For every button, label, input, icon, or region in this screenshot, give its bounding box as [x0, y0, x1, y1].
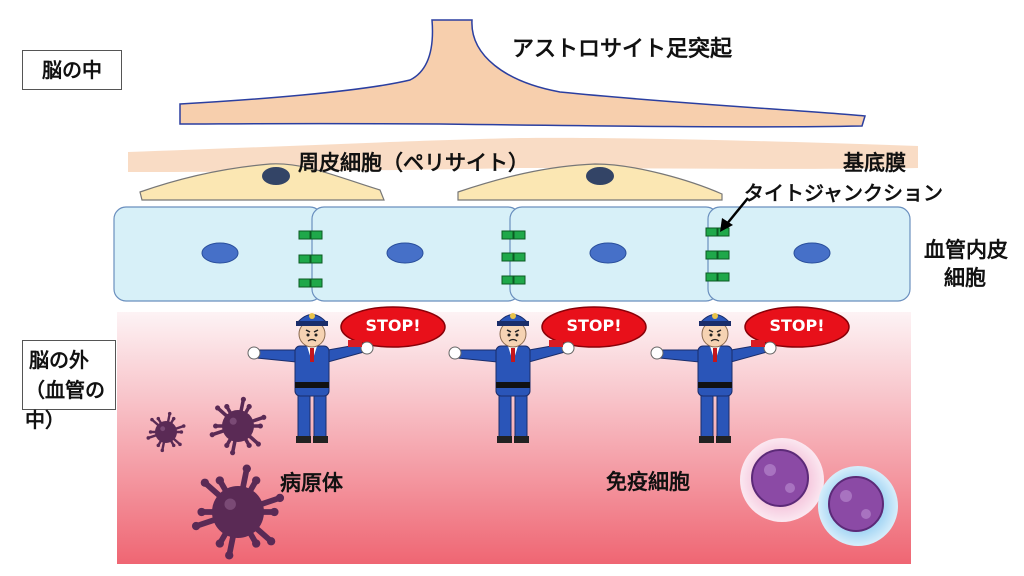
pericyte-label: 周皮細胞（ペリサイト）	[298, 151, 529, 175]
astrocyte-label: アストロサイト足突起	[512, 37, 733, 62]
endothelial-nucleus	[201, 242, 239, 264]
basement-membrane	[128, 137, 918, 172]
security-guard	[650, 306, 850, 443]
pericyte-nucleus	[586, 167, 614, 185]
stop-sign	[340, 306, 446, 348]
pathogen	[191, 464, 285, 560]
basement-membrane-label: 基底膜	[843, 151, 906, 175]
tight-junction	[705, 227, 730, 282]
tight-junction	[501, 230, 526, 285]
brain-outside-label: 脳の外 （血管の中）	[22, 340, 116, 432]
pathogen	[146, 411, 186, 453]
tight-junction	[298, 230, 323, 288]
stop-sign-text: STOP!	[566, 316, 622, 335]
endothelial-nucleus	[386, 242, 424, 264]
stop-sign-text: STOP!	[769, 316, 825, 335]
pathogen-label: 病原体	[280, 471, 343, 495]
brain-outside-line2: （血管の中）	[25, 378, 105, 432]
tight-junction-arrow	[720, 197, 749, 232]
stop-sign	[541, 306, 647, 348]
immune-cell	[740, 438, 824, 522]
stop-sign-text: STOP!	[365, 316, 421, 335]
endothelial-label-line2: 細胞	[944, 266, 986, 290]
stop-sign	[744, 306, 850, 348]
immune-cell	[818, 466, 898, 546]
security-guard	[448, 306, 647, 443]
brain-inside-label: 脳の中	[22, 50, 122, 90]
brain-outside-line1: 脳の外	[29, 348, 89, 372]
pericyte-nucleus	[262, 167, 290, 185]
pericyte-cell	[139, 163, 385, 201]
security-guard	[247, 306, 446, 443]
endothelial-nucleus	[793, 242, 831, 264]
endothelial-label-line1: 血管内皮	[924, 238, 1008, 262]
endothelial-nucleus	[589, 242, 627, 264]
astrocyte-endfoot	[179, 19, 866, 128]
tight-junction-label: タイトジャンクション	[744, 181, 943, 205]
immune-cell-label: 免疫細胞	[606, 470, 690, 494]
pathogen	[209, 396, 267, 456]
